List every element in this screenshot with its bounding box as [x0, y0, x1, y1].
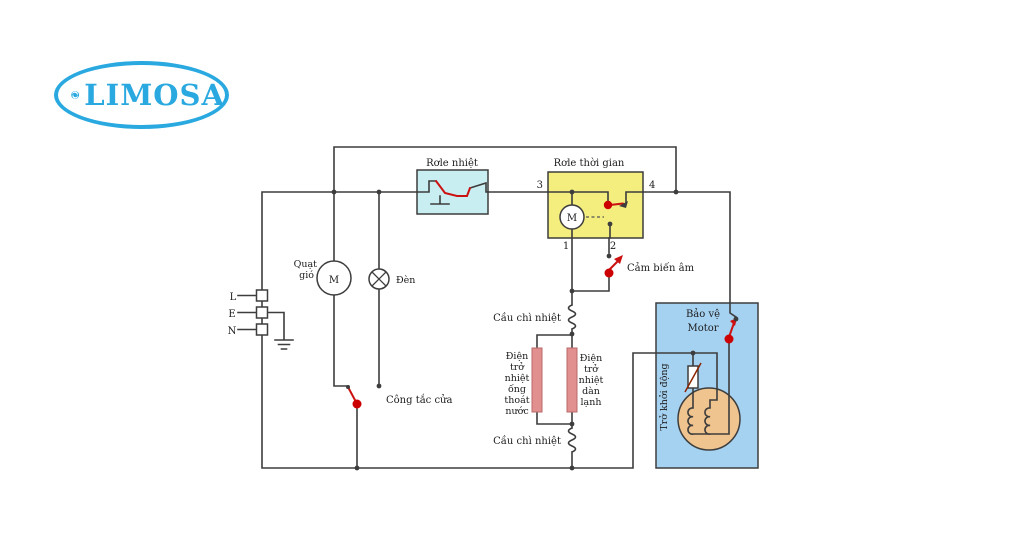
terminal-E-square — [255, 306, 269, 319]
motor-compartment-box — [655, 302, 759, 469]
motor-protector-switch — [724, 316, 739, 344]
start-resistor-label: Trở khởi động — [659, 363, 670, 430]
timer-relay-label: Rơle thời gian — [554, 158, 625, 169]
timer-motor-label: M — [567, 213, 577, 224]
limosa-brand-text: LIMOSA — [84, 77, 225, 112]
evap-heater-line-5: lạnh — [581, 397, 602, 408]
start-resistor-symbol — [684, 362, 702, 393]
door-switch — [346, 383, 382, 409]
timer-relay-box — [547, 171, 644, 239]
drain-heater-line-1: Điện — [506, 351, 528, 362]
fan-and-lamp — [316, 260, 390, 296]
earth-terminal-label: E — [228, 309, 235, 320]
terminal-N-square — [255, 323, 269, 336]
drain-heater-line-3: nhiệt — [505, 373, 530, 384]
thermistor-diagonal — [684, 362, 702, 393]
thermal-fuse-bottom-label: Cầu chì nhiệt — [493, 435, 561, 447]
evap-heater-line-2: trở — [584, 364, 599, 375]
drain-pipe-heater-resistor — [531, 347, 543, 413]
thermal-fuse-top-label: Cầu chì nhiệt — [493, 312, 561, 324]
terminal-L-square — [255, 289, 269, 302]
terminal-2-label: 2 — [610, 241, 616, 252]
terminal-3-label: 3 — [537, 180, 543, 191]
drain-heater-line-4: ống — [508, 384, 526, 395]
terminal-1-label: 1 — [563, 241, 569, 252]
switches — [346, 200, 739, 409]
motor-protect-label-line2: Motor — [687, 323, 718, 334]
heater-resistors — [531, 347, 578, 413]
terminal-4-label: 4 — [649, 180, 655, 191]
evap-heater-label: Điện trở nhiệt dàn lạnh — [579, 353, 604, 408]
drain-heater-line-5: thoát — [504, 395, 529, 406]
diagram-labels: Rơle nhiệt Rơle thời gian 3 4 1 2 M M Qu… — [228, 158, 720, 447]
fan-label-line1: Quạt — [294, 259, 318, 270]
fan-motor-symbol — [316, 260, 352, 296]
timer-motor-symbol — [559, 204, 604, 230]
lamp-cross-icon — [371, 271, 387, 287]
drain-heater-line-2: trở — [510, 362, 525, 373]
timer-contact-switch — [603, 200, 628, 227]
thermal-relay-label: Rơle nhiệt — [426, 158, 478, 169]
door-switch-label: Công tắc cửa — [386, 394, 452, 406]
evap-heater-line-4: dàn — [582, 386, 600, 397]
lamp-label: Đèn — [396, 275, 415, 286]
drain-heater-line-6: nước — [505, 406, 528, 417]
line-terminal-label: L — [230, 292, 237, 303]
temp-sensor-label: Cảm biến âm — [627, 263, 695, 274]
drain-heater-label: Điện trở nhiệt ống thoát nước — [504, 351, 529, 417]
neutral-terminal-label: N — [228, 326, 237, 337]
compressor-motor-circle — [677, 387, 741, 451]
wires — [237, 146, 738, 469]
evap-heater-line-3: nhiệt — [579, 375, 604, 386]
limosa-logo: LIMOSA — [54, 61, 229, 129]
motor-protect-label-line1: Bảo vệ — [686, 309, 720, 320]
bimetal-strip — [435, 180, 471, 197]
evap-heater-line-1: Điện — [580, 353, 602, 364]
limosa-swirl-icon — [71, 91, 80, 99]
evaporator-heater-resistor — [566, 347, 578, 413]
temp-sensor-switch — [604, 253, 623, 278]
fan-motor-label: M — [329, 275, 339, 286]
supply-terminals — [255, 289, 269, 336]
timer-motor-circle — [559, 204, 585, 230]
junction-dots — [331, 189, 696, 471]
fan-label-line2: gió — [299, 270, 314, 281]
